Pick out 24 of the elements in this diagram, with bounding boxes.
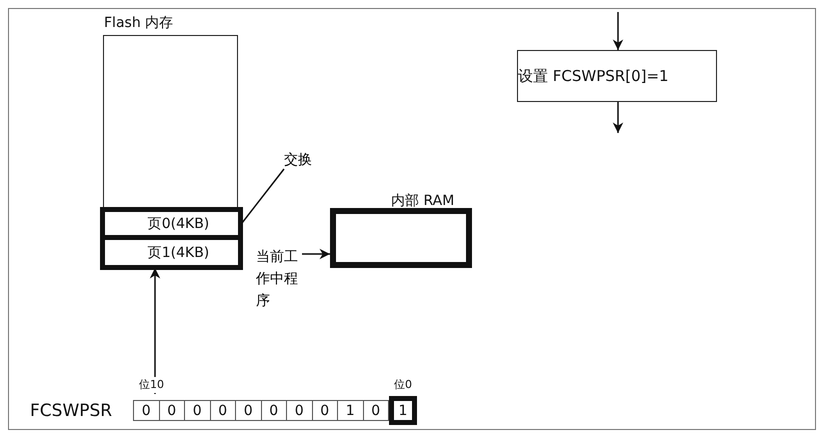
- bit-cell: 0: [235, 400, 262, 421]
- arrow: [302, 248, 330, 260]
- bit-cell: 0: [286, 400, 312, 421]
- bit-cell: 0: [362, 400, 389, 421]
- bit-cell: 0: [260, 400, 287, 421]
- register-name: FCSWPSR: [30, 401, 112, 421]
- bit-cell: 0: [210, 400, 236, 421]
- bit-cell: 0: [312, 400, 338, 421]
- block-heading: 内部 RAM: [391, 193, 454, 209]
- bit-cell: 1: [337, 400, 364, 421]
- memory-page: 页0(4KB): [100, 207, 243, 240]
- arrow: [612, 102, 624, 133]
- bit-cell: 0: [133, 400, 160, 421]
- bit-cell: 0: [158, 400, 185, 421]
- bit-cell: 1: [389, 396, 417, 425]
- leader-line: [241, 168, 285, 224]
- memory-page: 页1(4KB): [100, 240, 243, 270]
- process-box: 设置 FCSWPSR[0]=1: [517, 50, 717, 102]
- block-heading: Flash 内存: [104, 15, 174, 31]
- note-text: 当前工作中程序: [256, 246, 302, 312]
- bit-cell: 0: [184, 400, 210, 421]
- callout-label: 交换: [284, 151, 320, 169]
- bit-index-label: 位10: [137, 377, 166, 393]
- arrow: [612, 12, 624, 50]
